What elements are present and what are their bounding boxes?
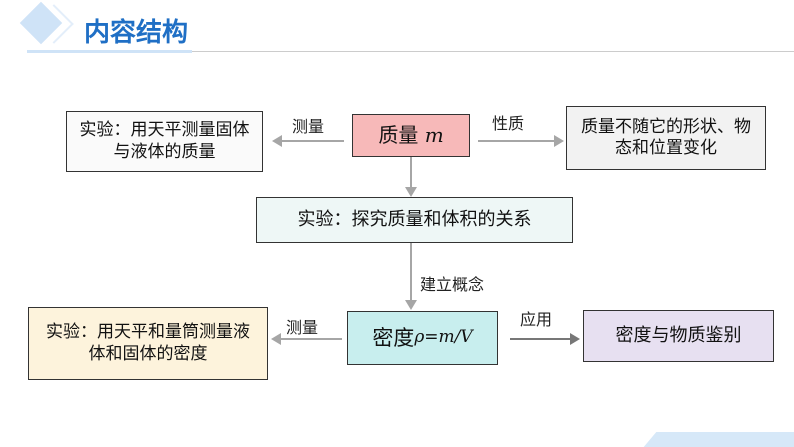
arrow-mass-explore: [410, 157, 412, 189]
arrowhead-right-icon: [570, 333, 580, 345]
arrowhead-left-icon: [272, 135, 282, 147]
label-apply: 应用: [520, 310, 553, 329]
exp-density-text: 实验：用天平和量筒测量液体和固体的密度: [46, 322, 250, 364]
arrow-property: [478, 140, 556, 142]
page-title: 内容结构: [84, 18, 189, 48]
mass-label: 质量: [378, 123, 419, 147]
footer-band: [643, 432, 794, 447]
mass-symbol: m: [424, 123, 444, 147]
explore-box: 实验：探究质量和体积的关系: [256, 197, 573, 243]
identify-text: 密度与物质鉴别: [615, 324, 742, 346]
density-label: 密度: [372, 325, 415, 350]
label-property: 性质: [492, 114, 525, 133]
label-measure1: 测量: [292, 117, 325, 136]
exp-density-box: 实验：用天平和量筒测量液体和固体的密度: [28, 307, 268, 380]
explore-text: 实验：探究质量和体积的关系: [297, 208, 532, 230]
property-box: 质量不随它的形状、物态和位置变化: [566, 106, 766, 170]
header-underline: [27, 50, 192, 53]
property-text: 质量不随它的形状、物态和位置变化: [581, 116, 751, 158]
arrow-apply: [510, 338, 572, 340]
arrowhead-down-icon: [405, 300, 417, 310]
identify-box: 密度与物质鉴别: [583, 310, 774, 362]
arrow-measure1: [280, 140, 344, 142]
label-measure2: 测量: [286, 318, 319, 337]
header-rule: [192, 51, 794, 52]
exp-mass-text: 实验：用天平测量固体与液体的质量: [79, 120, 250, 162]
arrow-measure2: [280, 338, 342, 340]
density-formula: ρ=m/V: [414, 327, 473, 348]
arrow-concept: [410, 243, 412, 303]
arrowhead-down-icon: [405, 187, 417, 197]
arrowhead-right-icon: [554, 135, 564, 147]
label-concept: 建立概念: [420, 275, 485, 294]
arrowhead-left-icon: [271, 333, 281, 345]
exp-mass-box: 实验：用天平测量固体与液体的质量: [66, 111, 263, 172]
mass-box: 质量 m: [352, 114, 470, 157]
